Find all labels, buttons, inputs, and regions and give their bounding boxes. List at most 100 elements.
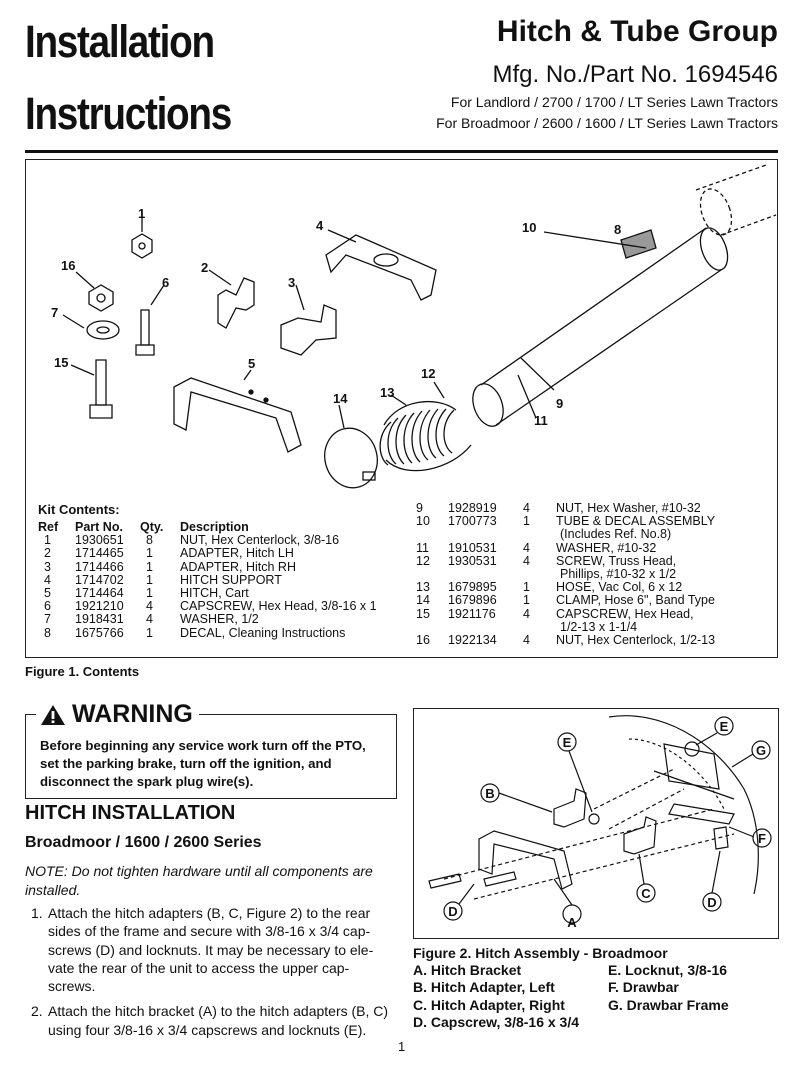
tube-edge-bottom [495,269,722,426]
document-title: Installation Instructions [25,8,232,152]
qty-cell: 4 [523,606,530,621]
hitch-adapter-2 [217,277,255,329]
hitch-assembly-illustration: A B C D D E E F G [428,715,772,930]
warning-triangle-icon [41,704,65,725]
figure-1-contents: 1 2 3 4 5 6 7 8 9 10 11 12 13 14 15 16 K… [25,159,778,658]
callout-e-right: E [720,719,729,734]
drawbar [668,803,735,825]
callout-circle-c [636,883,656,903]
capscrew-6 [140,309,150,346]
qty-cell: 1 [523,514,530,529]
legend-d: D. Capscrew, 3/8-16 x 3/4 [413,1013,580,1030]
description-line-2: Phillips, #10-32 x 1/2 [560,567,677,582]
capscrew-right [713,826,729,850]
callout-9: 9 [556,396,563,411]
part-number: Mfg. No./Part No. 1694546 [492,61,779,88]
callout-d-right: D [707,895,716,910]
description-line: WASHER, #10-32 [556,540,657,555]
part-no-cell: 1714465 [75,546,124,561]
install-steps: 1. Attach the hitch adapters (B, C, Figu… [25,904,395,1046]
tire-outline [608,715,759,895]
applies-to-line-1: For Landlord / 2700 / 1700 / LT Series L… [450,94,778,110]
callout-1: 1 [138,206,145,221]
header-rule [25,150,778,153]
callout-7: 7 [51,305,58,320]
callout-circle-d-left [443,901,463,921]
description-cell: ADAPTER, Hitch LH [180,546,294,561]
callout-g: G [756,743,766,758]
qty-cell: 4 [523,553,530,568]
callout-6: 6 [162,275,169,290]
qty-cell: 4 [146,612,153,627]
callout-d-left: D [448,904,457,919]
callout-e-left: E [563,735,572,750]
callout-14: 14 [333,391,348,406]
ref-cell: 3 [44,559,51,574]
callout-11: 11 [534,413,548,428]
title-line-2: Instructions [25,88,232,139]
callout-15: 15 [54,355,68,370]
capscrew-left [428,873,462,889]
legend-e: E. Locknut, 3/8-16 [608,962,728,978]
ref-cell: 1 [44,533,51,548]
ref-cell: 4 [44,572,51,587]
col-ref: Ref [38,520,59,534]
legend-c: C. Hitch Adapter, Right [413,996,565,1013]
step-text: Attach the hitch bracket (A) to the hitc… [48,1003,389,1038]
ref-cell: 14 [416,593,430,608]
description-cell: NUT, Hex Washer, #10-32 [556,501,715,515]
step-1: 1. Attach the hitch adapters (B, C, Figu… [25,904,395,995]
callout-b: B [485,786,494,801]
callout-f: F [758,831,766,846]
callout-4: 4 [316,218,324,233]
part-no-cell: 1918431 [75,612,124,627]
hitch-bracket [478,830,573,890]
nut-1 [131,233,153,259]
tube-dash-end [699,188,733,236]
part-no-cell: 1921210 [75,599,124,614]
description-line: SCREW, Truss Head, [556,553,677,568]
callout-16: 16 [61,258,75,273]
part-no-cell: 1714464 [75,586,124,601]
callout-circle-g [751,740,771,760]
qty-cell: 1 [523,580,530,595]
description-line: NUT, Hex Washer, #10-32 [556,501,701,515]
ref-cell: 8 [44,625,51,640]
clamp-14-screw [362,471,376,481]
install-note: NOTE: Do not tighten hardware until all … [25,863,373,898]
part-no-cell: 1679895 [448,580,497,595]
callout-circle-e-left [557,732,577,752]
description-cell: WASHER, 1/2 [180,612,259,627]
callout-10: 10 [522,220,536,235]
qty-cell: 4 [523,633,530,648]
warning-box [25,714,397,799]
description-cell: DECAL, Cleaning Instructions [180,625,346,640]
callout-circle-e-right [714,716,734,736]
description-cell: ADAPTER, Hitch RH [180,559,296,574]
description-cell: TUBE & DECAL ASSEMBLY(Includes Ref. No.8… [556,515,715,542]
section-heading: HITCH INSTALLATION [25,802,236,824]
part-no-cell: 1675766 [75,625,124,640]
title-line-1: Installation [25,16,215,67]
description-line-2: 1/2-13 x 1-1/4 [560,619,638,634]
header-info: Hitch & Tube Group Mfg. No./Part No. 169… [436,12,778,134]
capscrew-mid [483,871,517,887]
part-no-cell: 1714466 [75,559,124,574]
callout-circle-f [752,828,772,848]
kit-contents-title: Kit Contents: [38,502,120,517]
col-qty: Qty. [140,520,164,534]
col-part-no: Part No. [75,520,123,534]
callout-a: A [567,915,577,930]
description-cell: NUT, Hex Centerlock, 1/2-13 [556,633,715,647]
kit-name: Hitch & Tube Group [496,15,778,48]
description-line: HOSE, Vac Col, 6 x 12 [556,580,683,595]
ref-cell: 11 [416,540,429,555]
ref-cell: 6 [44,599,51,614]
